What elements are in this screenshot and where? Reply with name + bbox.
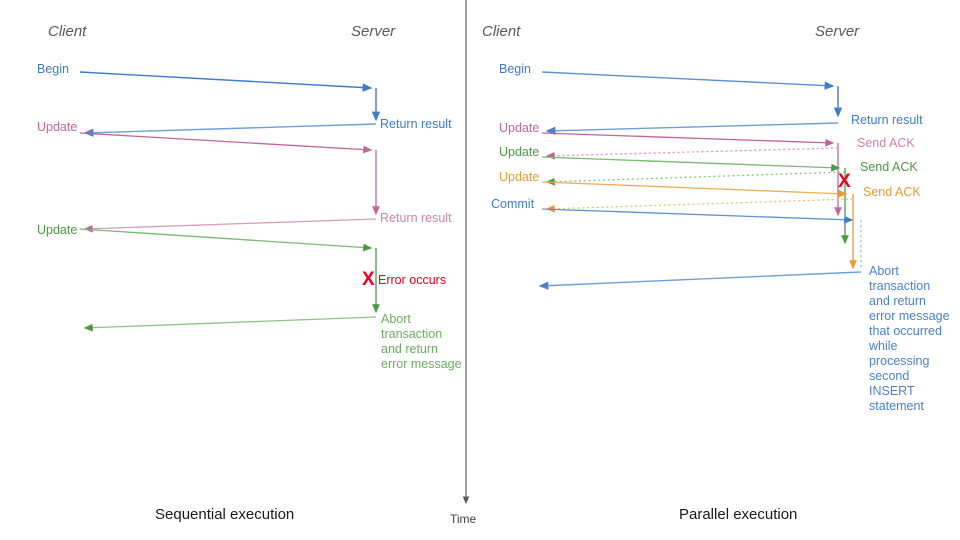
- right-client-header: Client: [482, 23, 521, 40]
- arrow-update-1-left: [79, 132, 373, 154]
- arrow-update-1-right: [541, 132, 835, 147]
- right-msg-send-ack-1: Send ACK: [857, 136, 915, 150]
- left-error-occurs-label: Error occurs: [378, 273, 447, 287]
- left-msg-return-result-2: Return result: [380, 211, 452, 225]
- right-msg-update-3: Update: [499, 170, 540, 184]
- left-msg-return-result-1: Return result: [380, 117, 452, 131]
- left-client-header: Client: [48, 23, 87, 40]
- arrow-abort-right: [538, 271, 862, 290]
- left-msg-begin: Begin: [37, 62, 69, 76]
- right-panel-caption: Parallel execution: [679, 506, 798, 523]
- right-msg-return-result: Return result: [851, 113, 923, 127]
- left-msg-update-2: Update: [37, 223, 78, 237]
- arrow-update-3-right: [541, 181, 848, 198]
- arrow-send-ack-1-right: [545, 147, 839, 160]
- right-msg-update-2: Update: [499, 145, 540, 159]
- left-abort-block: Abort transaction and return error messa…: [381, 312, 462, 371]
- arrow-send-ack-2-right: [545, 171, 846, 186]
- left-panel-caption: Sequential execution: [155, 506, 295, 523]
- right-abort-block: Abort transaction and return error messa…: [869, 264, 950, 413]
- left-panel-arrows: [79, 71, 381, 332]
- arrow-abort-left: [83, 316, 377, 332]
- time-axis-label: Time: [450, 512, 477, 526]
- arrow-return-result-right: [545, 122, 839, 135]
- arrow-begin-left: [79, 71, 373, 92]
- arrow-return-result-2-left: [83, 218, 377, 233]
- right-msg-commit: Commit: [491, 197, 535, 211]
- arrow-return-result-1-left: [83, 123, 377, 137]
- right-msg-send-ack-2: Send ACK: [860, 160, 918, 174]
- left-msg-update-1: Update: [37, 120, 78, 134]
- left-server-header: Server: [351, 23, 396, 40]
- right-error-x-icon: X: [838, 171, 851, 192]
- arrow-update-2-left: [79, 228, 373, 252]
- arrow-send-ack-3-right: [545, 198, 854, 213]
- right-msg-update-1: Update: [499, 121, 540, 135]
- arrow-begin-right: [541, 71, 835, 90]
- arrow-update-2-right: [541, 156, 841, 172]
- arrow-commit-right: [541, 208, 854, 224]
- right-server-header: Server: [815, 23, 860, 40]
- left-error-x-icon: X: [362, 269, 375, 290]
- right-panel-arrows: [538, 71, 862, 290]
- right-msg-send-ack-3: Send ACK: [863, 185, 921, 199]
- right-msg-begin: Begin: [499, 62, 531, 76]
